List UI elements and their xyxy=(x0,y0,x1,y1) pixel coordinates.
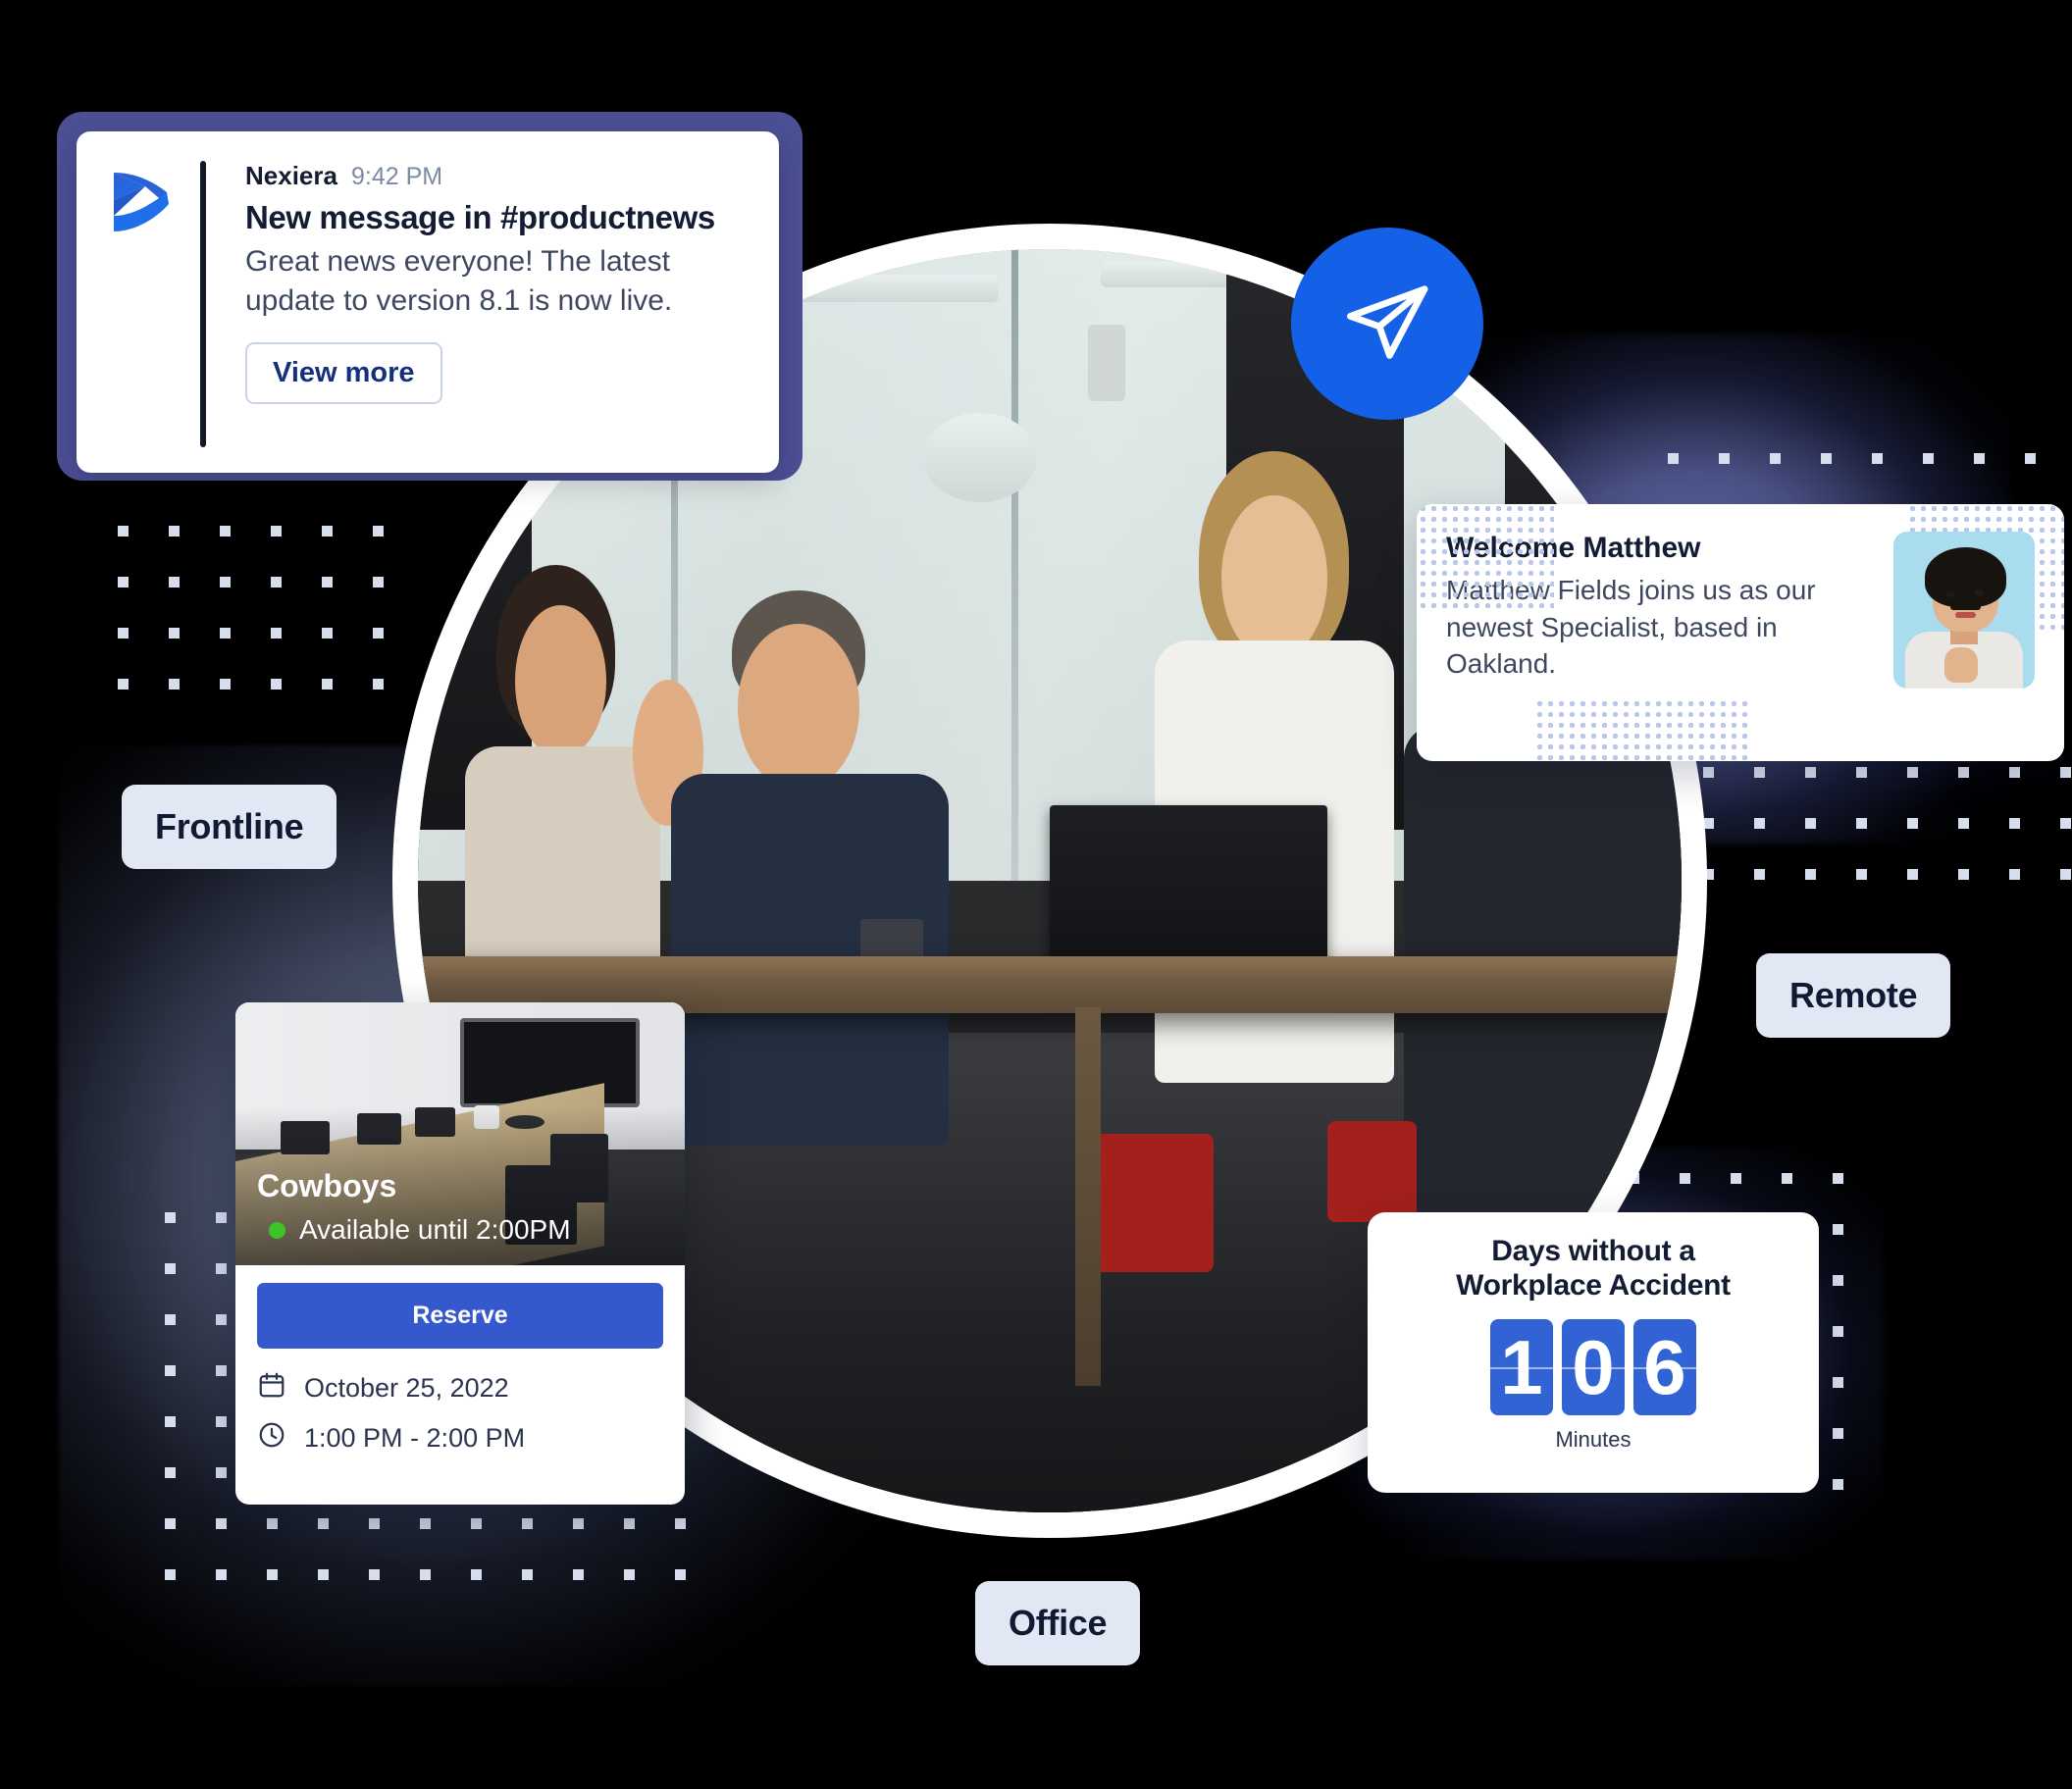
clock-icon-glyph xyxy=(259,1422,285,1448)
booking-date: October 25, 2022 xyxy=(304,1373,509,1403)
view-more-button[interactable]: View more xyxy=(245,341,442,404)
pill-frontline[interactable]: Frontline xyxy=(122,785,337,869)
notification-timestamp: 9:42 PM xyxy=(350,163,443,190)
reserve-button[interactable]: Reserve xyxy=(257,1283,663,1349)
counter-digit: 6 xyxy=(1633,1318,1696,1415)
calendar-icon xyxy=(257,1370,286,1406)
booking-time-row: 1:00 PM - 2:00 PM xyxy=(257,1420,663,1457)
notification-app-name: Nexiera xyxy=(245,161,337,190)
welcome-card-body: Matthew Fields joins us as our newest Sp… xyxy=(1446,575,1816,680)
room-status: Available until 2:00PM xyxy=(269,1214,571,1246)
room-booking-card[interactable]: Cowboys Available until 2:00PM Reserve O… xyxy=(235,1002,685,1505)
notification-meta: Nexiera 9:42 PM xyxy=(245,161,746,191)
counter-title: Days without a Workplace Accident xyxy=(1387,1234,1799,1303)
welcome-card-title: Welcome Matthew xyxy=(1446,532,1701,564)
pill-remote[interactable]: Remote xyxy=(1756,953,1951,1038)
conference-room-photo: Cowboys Available until 2:00PM xyxy=(235,1002,685,1265)
notification-card[interactable]: Nexiera 9:42 PM New message in #productn… xyxy=(77,131,779,473)
counter-unit-label: Minutes xyxy=(1555,1426,1632,1452)
calendar-icon-glyph xyxy=(259,1372,285,1398)
welcome-card[interactable]: Welcome Matthew Matthew Fields joins us … xyxy=(1417,504,2064,761)
status-dot-icon xyxy=(269,1221,285,1239)
dot-grid-top-left xyxy=(118,526,392,722)
clock-icon xyxy=(257,1420,286,1457)
send-icon-glyph xyxy=(1347,285,1428,359)
avatar xyxy=(1893,532,2035,689)
counter-title-line-1: Days without a xyxy=(1491,1235,1695,1267)
pill-office[interactable]: Office xyxy=(975,1581,1141,1665)
counter-digit: 0 xyxy=(1562,1318,1625,1415)
counter-title-line-2: Workplace Accident xyxy=(1456,1269,1731,1303)
nexiera-logo-glyph xyxy=(114,173,169,231)
booking-time: 1:00 PM - 2:00 PM xyxy=(304,1423,526,1453)
room-status-label: Available until 2:00PM xyxy=(299,1214,571,1245)
notification-title: New message in #productnews xyxy=(245,199,715,235)
nexiera-chevron-logo xyxy=(110,161,175,447)
booking-date-row: October 25, 2022 xyxy=(257,1370,663,1406)
notification-body-text: Great news everyone! The latest update t… xyxy=(245,245,673,317)
paper-plane-send-icon[interactable] xyxy=(1291,228,1483,420)
room-name: Cowboys xyxy=(257,1168,397,1203)
notification-accent-bar xyxy=(200,161,206,447)
counter-digit: 1 xyxy=(1490,1318,1553,1415)
halftone-decor-bottom xyxy=(1534,698,1750,761)
